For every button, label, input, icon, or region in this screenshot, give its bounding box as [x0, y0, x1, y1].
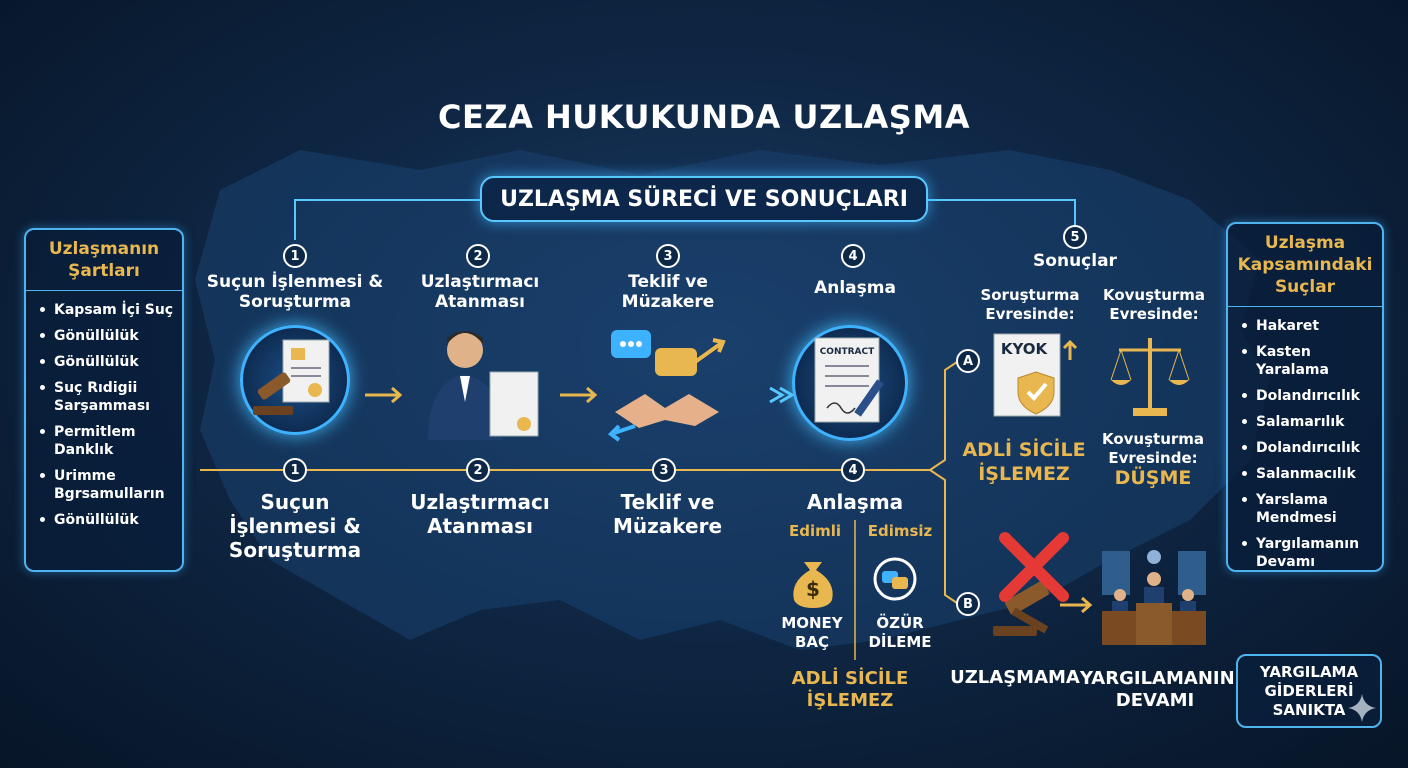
condition-item: Permitlem Danklık	[40, 423, 174, 459]
step-label: Uzlaştırmacı Atanması	[420, 272, 540, 312]
dismissal-label: DÜŞME	[1114, 467, 1192, 489]
edimli-label: Edimli	[788, 522, 842, 540]
step-number: 3	[652, 458, 676, 482]
step-number: 4	[841, 458, 865, 482]
sparkle-icon	[1348, 694, 1376, 722]
scales-of-justice-icon	[1105, 330, 1195, 420]
step-number: 2	[466, 244, 490, 268]
crime-item: Dolandırıcılık	[1242, 387, 1374, 405]
result-b-badge: B	[956, 592, 980, 616]
page-title: CEZA HUKUKUNDA UZLAŞMA	[438, 98, 970, 136]
result-a-badge: A	[956, 349, 980, 373]
step-label: Uzlaştırmacı Atanması	[410, 490, 550, 538]
edimsiz-label: Edimsiz	[867, 522, 933, 540]
condition-item: Gönüllülük	[40, 327, 174, 345]
step-label: Anlaşma	[806, 490, 904, 514]
step-label: Anlaşma	[814, 278, 896, 298]
speech-bubble-icon	[870, 555, 920, 605]
arrow-icon	[365, 386, 1093, 614]
step-number: 4	[841, 244, 865, 268]
crime-item: Yarslama Mendmesi	[1242, 491, 1374, 527]
step-label: Teklif ve Müzakere	[621, 272, 715, 312]
courtroom-icon	[1098, 545, 1210, 649]
condition-item: Gönüllülük	[40, 353, 174, 371]
step-label: Suçun İşlenmesi & Soruşturma	[206, 272, 384, 312]
svg-text:$: $	[806, 577, 820, 601]
condition-item: Kapsam İçi Suç	[40, 301, 174, 319]
crime-item: Salanmacılık	[1242, 465, 1374, 483]
step-number: 1	[283, 244, 307, 268]
crime-item: Dolandırıcılık	[1242, 439, 1374, 457]
step-label: Sonuçlar	[1033, 251, 1117, 271]
condition-item: Gönüllülük	[40, 511, 174, 529]
kyok-label: KYOK	[1001, 340, 1049, 358]
document-gavel-icon	[240, 325, 350, 435]
condition-item: Urimme Bgrsamulların	[40, 467, 174, 503]
crime-item: Salamarılık	[1242, 413, 1374, 431]
step-number: 5	[1063, 225, 1087, 249]
contract-icon: CONTRACT	[792, 325, 908, 441]
mediator-person-icon	[420, 322, 545, 442]
rejected-gavel-icon	[985, 530, 1081, 642]
step-number: 3	[656, 244, 680, 268]
crime-item: Yargılamanın Devamı	[1242, 535, 1374, 571]
crime-item: Kasten Yaralama	[1242, 343, 1374, 379]
crime-item: Hakaret	[1242, 317, 1374, 335]
money-bag-icon: $	[786, 552, 840, 608]
step-number: 1	[283, 458, 307, 482]
handshake-icon	[605, 322, 730, 442]
process-subtitle: UZLAŞMA SÜRECİ VE SONUÇLARI	[480, 176, 928, 222]
condition-item: Suç Rıdigii Sarşamması	[40, 379, 174, 415]
contract-label: CONTRACT	[820, 347, 875, 357]
kyok-document-icon: KYOK	[990, 330, 1080, 420]
no-settlement-label: UZLAŞMAMA	[950, 667, 1080, 688]
step-label: Suçun İşlenmesi & Soruşturma	[228, 490, 362, 562]
step-label: Teklif ve Müzakere	[612, 490, 723, 538]
step-number: 2	[466, 458, 490, 482]
